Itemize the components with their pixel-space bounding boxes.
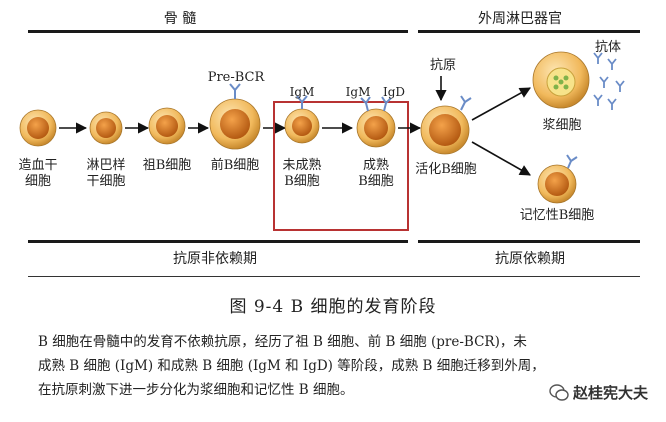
top-bar-peripheral [418, 30, 640, 33]
figure-caption: 图 9-4 B 细胞的发育阶段 [229, 297, 437, 317]
bcr-receptor-icon [460, 95, 472, 111]
description-line-1: B 细胞在骨髓中的发育不依赖抗原，经历了祖 B 细胞、前 B 细胞 (pre-B… [38, 334, 527, 350]
label-pre-b: 前B细胞 [210, 158, 260, 173]
phase-independent: 抗原非依赖期 [173, 251, 257, 267]
description-line-2: 成熟 B 细胞 (IgM) 和成熟 B 细胞 (IgM 和 IgD) 等阶段，成… [38, 358, 545, 374]
cell-mature-b [356, 96, 396, 148]
cell-immature-b [284, 95, 320, 144]
bottom-bar-dependent [418, 240, 640, 243]
cell-memory [537, 154, 578, 204]
watermark-text: 赵桂宪大夫 [572, 384, 648, 402]
label-antibody: 抗体 [594, 40, 621, 55]
label-lymphoid: 淋巴样 干细胞 [86, 158, 126, 189]
igm-igd-receptor-icon [360, 96, 392, 112]
antibody-icons [593, 52, 625, 110]
bottom-bar-independent [28, 240, 408, 243]
cell-plasma [532, 51, 590, 109]
highlight-box [273, 101, 409, 231]
wechat-icon [549, 383, 569, 401]
label-hsc: 造血干 细胞 [18, 158, 58, 189]
label-memory: 记忆性B细胞 [519, 208, 595, 223]
development-diagram [19, 51, 625, 231]
label-immature-b: 未成熟 B细胞 [282, 158, 322, 189]
label-pro-b: 祖B细胞 [142, 158, 192, 173]
memory-bcr-receptor-icon [566, 154, 578, 169]
label-igm-2: IgM [345, 85, 371, 99]
header-bone-marrow: 骨 髓 [163, 11, 197, 27]
label-mature-b: 成熟 B细胞 [358, 158, 394, 189]
header-peripheral: 外周淋巴器官 [478, 11, 562, 27]
phase-dependent: 抗原依赖期 [495, 251, 565, 267]
description: B 细胞在骨髓中的发育不依赖抗原，经历了祖 B 细胞、前 B 细胞 (pre-B… [38, 330, 545, 402]
label-pre-bcr: Pre-BCR [207, 70, 265, 85]
cell-pro-b [148, 107, 186, 145]
arrow-to-memory [471, 141, 531, 176]
label-plasma: 浆细胞 [542, 118, 582, 133]
label-igm-1: IgM [289, 85, 315, 99]
cell-activated-b [420, 95, 472, 155]
arrow-to-plasma [471, 87, 531, 121]
description-line-3: 在抗原刺激下进一步分化为浆细胞和记忆性 B 细胞。 [38, 382, 354, 398]
divider-line [28, 276, 640, 277]
cell-pre-b [209, 83, 261, 150]
label-igd: IgD [382, 85, 406, 99]
cell-hsc [19, 109, 57, 147]
label-antigen: 抗原 [429, 58, 456, 73]
pre-bcr-receptor-icon [229, 83, 241, 99]
igm-receptor-icon [296, 95, 308, 109]
top-bar-bone-marrow [28, 30, 408, 33]
label-activated-b: 活化B细胞 [415, 162, 477, 177]
watermark: 赵桂宪大夫 [549, 382, 648, 403]
cell-lymphoid [89, 111, 123, 145]
